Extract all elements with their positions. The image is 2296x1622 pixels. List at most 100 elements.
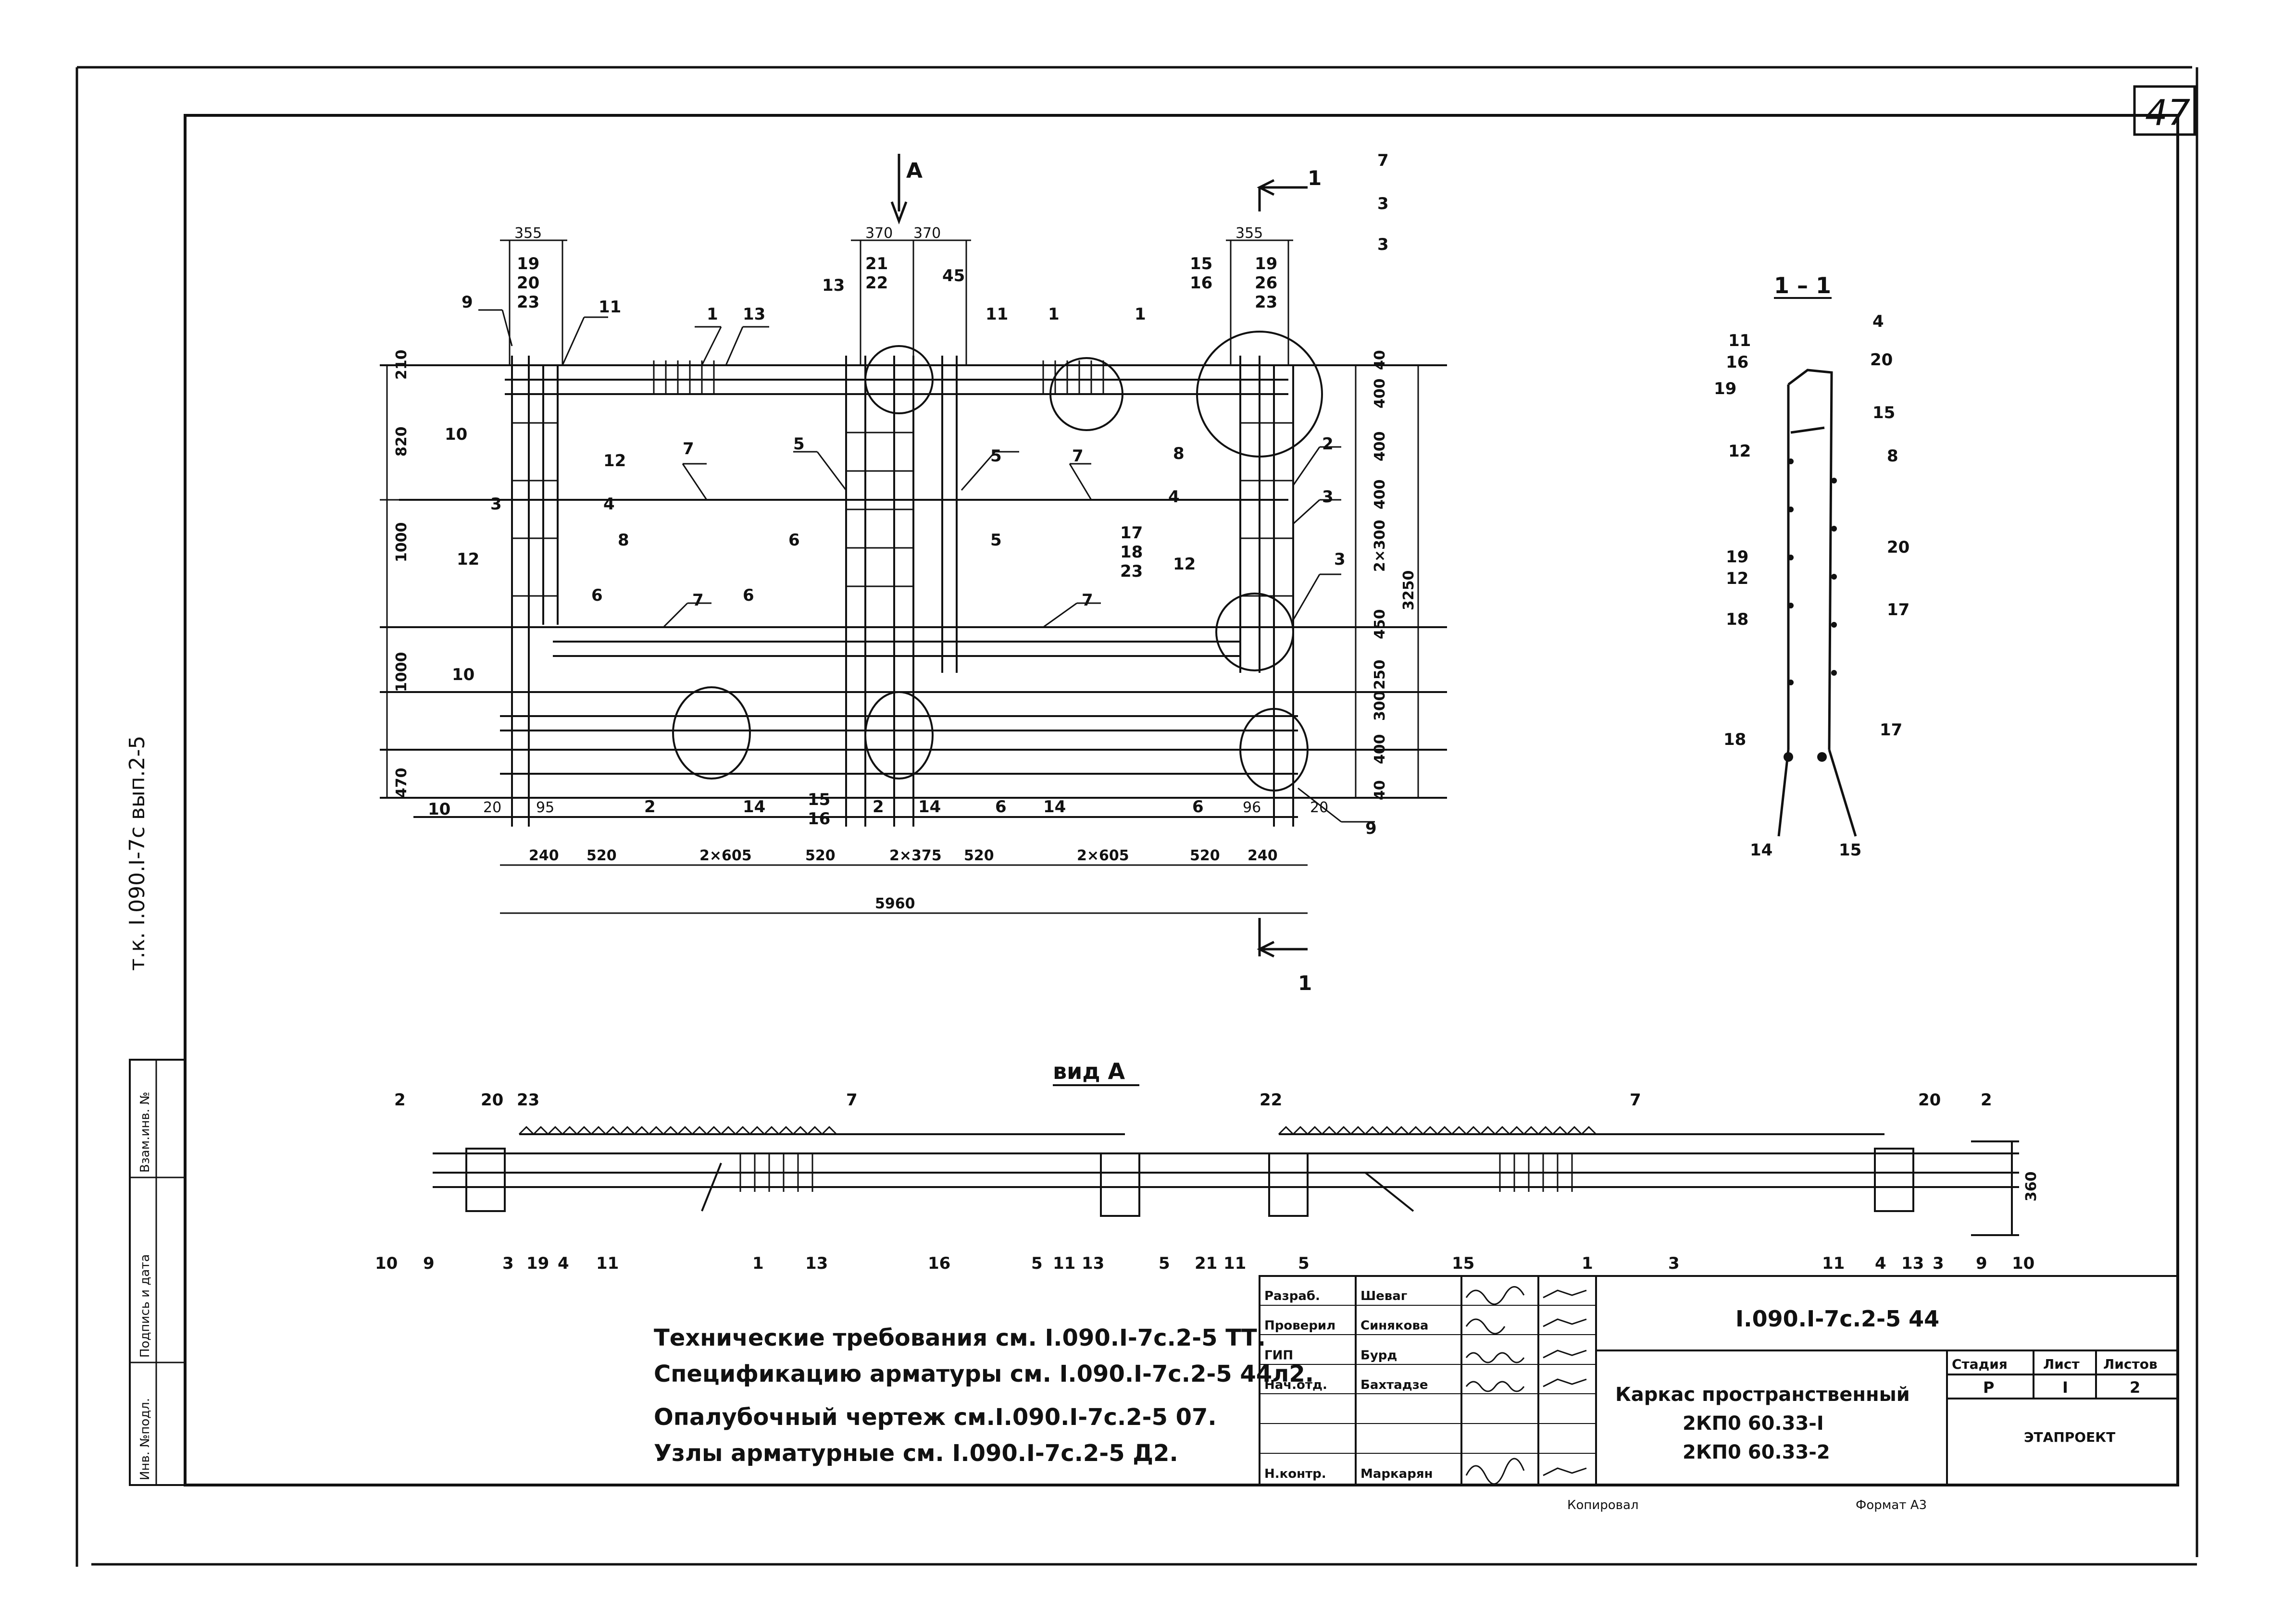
view-a-bottom-callout-24: 10 [2012, 1254, 2034, 1273]
plan-section-mark: А [906, 159, 923, 183]
callout-3a: 3 [490, 495, 502, 514]
callout-3e: 3 [1377, 235, 1389, 254]
callout-9b: 9 [1365, 819, 1377, 838]
callout-1c: 1 [1135, 305, 1146, 324]
sec-l-12a: 12 [1728, 442, 1751, 461]
sec-l-19b: 19 [1726, 547, 1748, 567]
tb-title-2: 2КП0 60.33-I [1683, 1412, 1824, 1435]
callout-6b: 6 [591, 586, 603, 605]
plan-dim-bottom-6: 2×605 [1077, 847, 1129, 864]
view-a-bottom-callout-12: 5 [1159, 1254, 1170, 1273]
sec-r-8: 8 [1887, 446, 1898, 466]
tb-role-1: Проверил [1264, 1319, 1335, 1333]
callout-8b: 8 [1173, 444, 1185, 463]
tb-name-6: Маркарян [1360, 1467, 1433, 1481]
stack-tl-3: 23 [517, 293, 539, 312]
callout-7d: 7 [1082, 591, 1093, 610]
callout-1a: 1 [707, 305, 718, 324]
plan-view: А 1 1 2405202×6055202×3755202×605520240 … [380, 151, 1447, 995]
sec-r-20b: 20 [1887, 538, 1909, 557]
callout-5b: 5 [990, 446, 1002, 466]
sheet-frame [75, 66, 2198, 1567]
stack-1516-a: 15 [1190, 254, 1212, 273]
plan-dim-left-4: 470 [393, 768, 410, 798]
sec-l-19a: 19 [1714, 379, 1736, 398]
callout-6c: 6 [743, 586, 754, 605]
callout-4a: 4 [603, 495, 615, 514]
plan-dim-lb-4: 20 [1310, 799, 1328, 816]
view-a-bottom-callout-3: 19 [526, 1254, 549, 1273]
plan-dim-right-1: 400 [1372, 378, 1388, 409]
plan-dim-top-2: 370 [865, 225, 893, 242]
plan-dim-top-1: 355 [514, 225, 542, 242]
tb-name-0: Шеваг [1360, 1289, 1407, 1303]
view-a-bottom-callout-5: 11 [596, 1254, 619, 1273]
stack-bottom-a: 15 [808, 790, 830, 809]
stack-tl-2: 20 [517, 273, 539, 293]
callout-14b: 14 [918, 797, 941, 817]
plan-dim-right-0: 40 [1372, 350, 1388, 370]
tb-title-1: Каркас пространственный [1615, 1384, 1910, 1406]
stamp-sign: Подпись и дата [138, 1254, 152, 1358]
view-a-top-callout-4: 22 [1260, 1090, 1282, 1110]
view-a-top-callout-0: 2 [394, 1090, 406, 1110]
callout-13a: 13 [743, 305, 765, 324]
view-a-bottom-callout-16: 15 [1452, 1254, 1474, 1273]
callout-12c: 12 [1173, 555, 1196, 574]
callout-7b: 7 [1072, 446, 1084, 466]
callout-10a: 10 [445, 425, 467, 444]
plan-cut-bottom: 1 [1298, 971, 1312, 995]
callout-2c: 2 [873, 797, 884, 817]
sec-r-15b: 15 [1839, 841, 1861, 860]
notes: Технические требования см. I.090.I-7с.2-… [654, 1325, 1314, 1467]
tb-sheets-v: 2 [2130, 1378, 2140, 1397]
callout-6e: 6 [1192, 797, 1204, 817]
view-a-bottom-callout-21: 13 [1901, 1254, 1924, 1273]
callout-8a: 8 [618, 531, 629, 550]
note-1: Технические требования см. I.090.I-7с.2-… [654, 1325, 1266, 1351]
stack-tm-2: 22 [865, 273, 888, 293]
binding-stamp: Инв. №подл. Подпись и дата Взам.инв. № [129, 1059, 186, 1486]
sec-l-14: 14 [1750, 841, 1772, 860]
sec-r-4: 4 [1872, 312, 1884, 331]
callout-5a: 5 [793, 434, 805, 454]
view-a-bottom-callout-1: 9 [423, 1254, 435, 1273]
tb-organization: ЭТАПРОЕКТ [2024, 1429, 2115, 1445]
callout-13b: 13 [822, 276, 845, 295]
sec-r-15a: 15 [1872, 403, 1895, 422]
tb-title-3: 2КП0 60.33-2 [1683, 1441, 1830, 1463]
section-title: 1 – 1 [1774, 272, 1831, 298]
stack-tr-2: 26 [1255, 273, 1277, 293]
callout-2a: 2 [1322, 434, 1334, 454]
stack-tr-1: 19 [1255, 254, 1277, 273]
section-1-1: 1 – 1 11 16 19 12 19 12 18 18 14 4 20 15 [1714, 272, 1909, 860]
view-a-bottom-callout-14: 11 [1223, 1254, 1246, 1273]
plan-total-width: 5960 [875, 895, 915, 912]
view-a-bottom-callout-18: 3 [1668, 1254, 1680, 1273]
plan-dim-bottom-8: 240 [1248, 847, 1278, 864]
view-a-bottom-callout-17: 1 [1582, 1254, 1593, 1273]
sec-l-16: 16 [1726, 353, 1748, 372]
tb-sheets-h: Листов [2103, 1356, 2158, 1372]
view-a-top-callout-5: 7 [1630, 1090, 1641, 1110]
plan-dim-bottom-4: 2×375 [889, 847, 942, 864]
plan-dim-lb-3: 96 [1243, 799, 1261, 816]
tb-name-2: Бурд [1360, 1348, 1397, 1362]
plan-dim-bottom-1: 520 [586, 847, 617, 864]
tb-role-2: ГИП [1264, 1348, 1293, 1362]
stack-tm-1: 21 [865, 254, 888, 273]
view-a-top-callout-6: 20 [1918, 1090, 1941, 1110]
tb-role-6: Н.контр. [1264, 1467, 1326, 1481]
view-a-bottom-callout-20: 4 [1875, 1254, 1886, 1273]
plan-dim-bottom-2: 2×605 [699, 847, 752, 864]
tb-copied: Копировал [1567, 1498, 1639, 1512]
sec-r-17b: 17 [1880, 720, 1902, 740]
tb-code: I.090.I-7с.2-5 44 [1735, 1306, 1939, 1332]
note-3: Опалубочный чертеж см.I.090.I-7с.2-5 07. [654, 1404, 1217, 1431]
callout-6d: 6 [995, 797, 1007, 817]
